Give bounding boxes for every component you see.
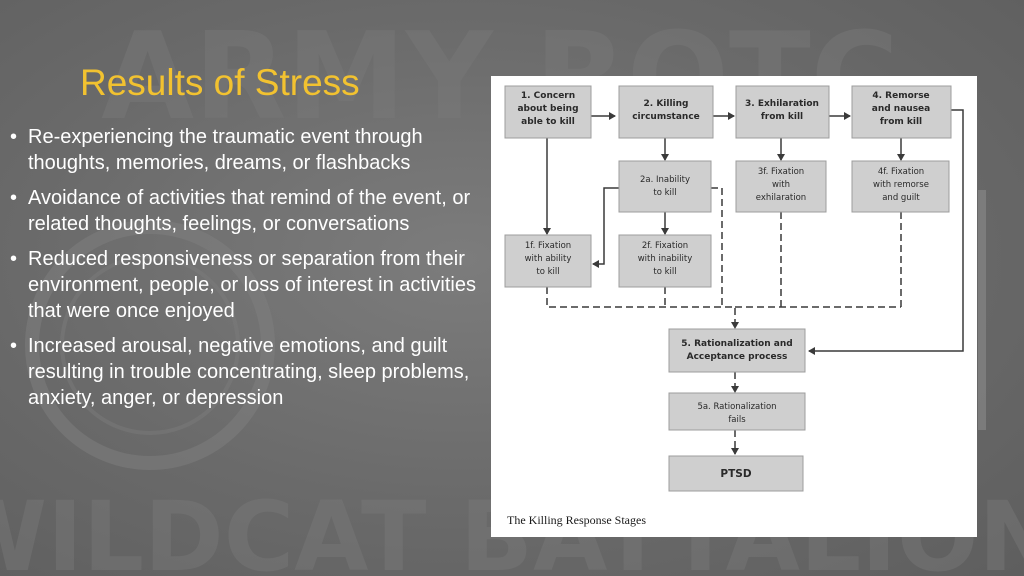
bullet-dot: • — [10, 335, 18, 357]
box-5-rationalization: 5. Rationalization and Acceptance proces… — [668, 328, 806, 373]
svg-text:Acceptance process: Acceptance process — [687, 352, 788, 362]
svg-text:4. Remorse: 4. Remorse — [872, 91, 929, 101]
svg-text:with remorse: with remorse — [873, 180, 929, 190]
bullet-item: • Avoidance of activities that remind of … — [8, 185, 483, 237]
bullet-item: • Increased arousal, negative emotions, a… — [8, 333, 483, 411]
svg-text:2. Killing: 2. Killing — [644, 99, 689, 109]
box-4-remorse: 4. Remorse and nausea from kill — [851, 85, 952, 139]
dashed-2a-branch — [711, 187, 723, 307]
right-decor-panel — [978, 190, 986, 430]
bullet-item: • Re-experiencing the traumatic event thr… — [8, 124, 483, 176]
box-4f-fixation-remorse: 4f. Fixation with remorse and guilt — [851, 160, 950, 213]
box-ptsd: PTSD — [668, 455, 804, 492]
svg-text:from kill: from kill — [880, 117, 922, 127]
svg-text:to kill: to kill — [653, 267, 676, 277]
svg-text:2f. Fixation: 2f. Fixation — [642, 241, 688, 251]
box-2f-fixation-inability: 2f. Fixation with inability to kill — [618, 234, 712, 288]
svg-text:3f. Fixation: 3f. Fixation — [758, 167, 804, 177]
svg-text:able to kill: able to kill — [521, 117, 575, 127]
bullet-text: Reduced responsiveness or separation fro… — [28, 248, 476, 322]
bullet-text: Re-experiencing the traumatic event thro… — [28, 126, 423, 174]
svg-text:to kill: to kill — [536, 267, 559, 277]
svg-text:circumstance: circumstance — [632, 112, 700, 122]
box-1-concern: 1. Concern about being able to kill — [504, 85, 592, 139]
box-2a-inability: 2a. Inability to kill — [618, 160, 712, 213]
box-1f-fixation-ability: 1f. Fixation with ability to kill — [504, 234, 592, 288]
bullet-item: • Reduced responsiveness or separation fr… — [8, 246, 483, 324]
arrow-4-to-5 — [808, 109, 964, 355]
flowchart-svg: 1. Concern about being able to kill 2. K… — [504, 85, 964, 492]
bullet-text: Increased arousal, negative emotions, an… — [28, 335, 470, 409]
box-5a-rationalization-fails: 5a. Rationalization fails — [668, 392, 806, 431]
svg-text:with inability: with inability — [638, 254, 693, 264]
svg-text:5a. Rationalization: 5a. Rationalization — [697, 402, 776, 412]
svg-text:PTSD: PTSD — [720, 468, 751, 480]
svg-text:4f. Fixation: 4f. Fixation — [878, 167, 924, 177]
slide-title: Results of Stress — [80, 62, 360, 103]
svg-text:2a. Inability: 2a. Inability — [640, 175, 690, 185]
svg-text:about being: about being — [517, 104, 578, 114]
svg-text:and guilt: and guilt — [882, 193, 920, 203]
svg-text:1. Concern: 1. Concern — [521, 91, 575, 101]
svg-text:exhilaration: exhilaration — [756, 193, 806, 203]
svg-text:with ability: with ability — [525, 254, 572, 264]
svg-text:fails: fails — [728, 415, 746, 425]
svg-text:from kill: from kill — [761, 112, 803, 122]
bullet-dot: • — [10, 248, 18, 270]
svg-text:with: with — [772, 180, 790, 190]
bullet-list: • Re-experiencing the traumatic event thr… — [8, 124, 483, 420]
army-seal-icon — [25, 220, 275, 470]
dashed-1f-to-5 — [546, 287, 739, 329]
box-3-exhilaration: 3. Exhilaration from kill — [735, 85, 830, 139]
bullet-dot: • — [10, 187, 18, 209]
svg-text:and nausea: and nausea — [872, 104, 930, 114]
box-2-killing-circumstance: 2. Killing circumstance — [618, 85, 714, 139]
svg-text:1f. Fixation: 1f. Fixation — [525, 241, 571, 251]
svg-text:3. Exhilaration: 3. Exhilaration — [745, 99, 819, 109]
box-3f-fixation-exhilaration: 3f. Fixation with exhilaration — [735, 160, 827, 213]
bullet-dot: • — [10, 126, 18, 148]
arrow-2a-to-1f — [592, 187, 619, 268]
svg-text:to kill: to kill — [653, 188, 676, 198]
killing-response-diagram: 1. Concern about being able to kill 2. K… — [491, 76, 977, 537]
svg-text:5. Rationalization and: 5. Rationalization and — [681, 339, 792, 349]
bullet-text: Avoidance of activities that remind of t… — [28, 187, 471, 235]
diagram-caption: The Killing Response Stages — [507, 513, 646, 527]
